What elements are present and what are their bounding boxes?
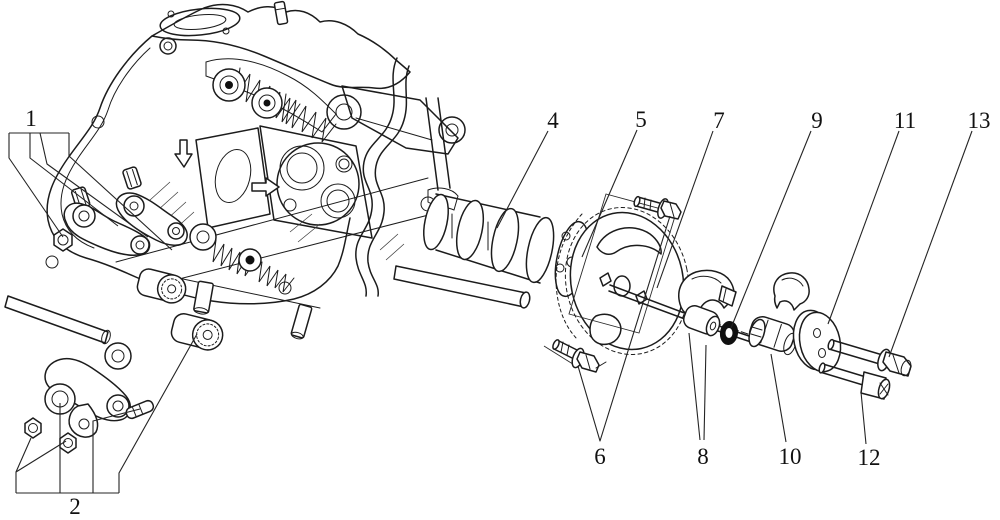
rocker-arm-assembly-lower [24, 342, 155, 454]
cam-sprocket-drawing [555, 207, 690, 355]
callout-1: 1 [25, 106, 37, 131]
decompression-weight-drawing [678, 269, 737, 337]
callout-11: 11 [894, 108, 916, 133]
callout-7: 7 [713, 108, 725, 133]
chain-roller [170, 313, 224, 351]
cast-arrow-down-icon [174, 139, 193, 168]
retainer-plate-drawing [792, 309, 842, 373]
leader-line-13 [888, 130, 973, 358]
adjuster-nut [24, 417, 42, 439]
leader-line-4 [496, 130, 549, 229]
leader-line-11 [827, 130, 900, 325]
cast-arrow-right-icon [251, 177, 280, 197]
collet-lever-drawing [748, 272, 810, 356]
callout-9: 9 [811, 108, 823, 133]
chain-roller [136, 268, 187, 304]
sprocket-bolt-upper [633, 195, 682, 220]
leader-line-8 [688, 332, 707, 441]
callouts: 1 2 4 5 6 7 8 9 10 11 12 13 [8, 106, 991, 519]
callout-13: 13 [968, 108, 991, 133]
sprocket-lower-cutout [589, 313, 622, 346]
sprocket-bolt-lower [552, 339, 607, 373]
callout-5: 5 [635, 107, 647, 132]
rocker-arm-assembly-upper [53, 166, 188, 257]
callout-4: 4 [547, 108, 559, 133]
cylinder-head-drawing [4, 0, 531, 351]
leader-line-9 [730, 130, 812, 329]
leader-line-2 [15, 333, 198, 494]
leader-line-7 [656, 130, 714, 289]
leader-line-12 [860, 391, 867, 445]
callout-6: 6 [594, 444, 606, 469]
leader-line-10 [770, 353, 787, 443]
leader-line-5 [581, 129, 638, 258]
oring-seal-drawing [719, 321, 739, 345]
bolt-12-drawing [818, 362, 891, 400]
callout-2: 2 [69, 494, 81, 519]
leader-line-6 [577, 215, 671, 442]
bolt-13-drawing [827, 338, 912, 377]
phantom-plane [568, 193, 677, 334]
adjuster-nut [53, 228, 73, 252]
leader-line-1 [8, 132, 173, 251]
callout-8: 8 [697, 444, 709, 469]
callout-12: 12 [858, 445, 881, 470]
sprocket-crescent-cutout [596, 227, 662, 255]
callout-10: 10 [779, 444, 802, 469]
